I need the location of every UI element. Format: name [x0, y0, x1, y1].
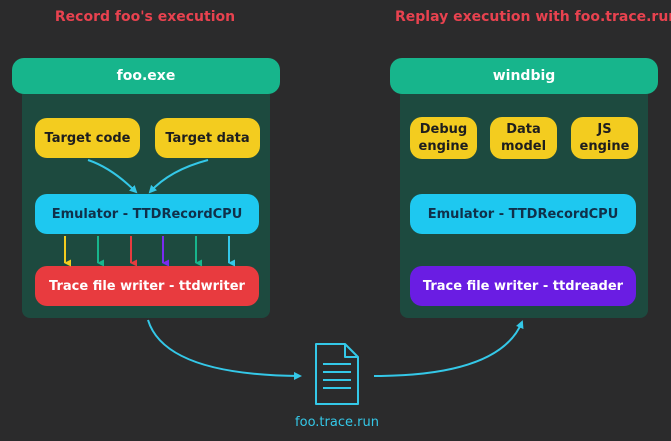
file-to-replay-arrow [373, 320, 524, 377]
js-engine-box: JS engine [571, 117, 638, 159]
record-to-file-arrow [147, 319, 302, 380]
trace-file-label: foo.trace.run [295, 415, 379, 430]
data-model-box: Data model [490, 117, 557, 159]
document-icon [315, 343, 359, 405]
left-header: foo.exe [12, 58, 280, 94]
target-data-arrow [148, 159, 209, 194]
right-title: Replay execution with foo.trace.run [395, 9, 671, 25]
left-emulator-box: Emulator - TTDRecordCPU [35, 194, 259, 234]
target-data-box: Target data [155, 118, 260, 158]
target-code-arrow [87, 159, 138, 194]
debug-engine-box: Debug engine [410, 117, 477, 159]
right-header: windbig [390, 58, 658, 94]
left-title: Record foo's execution [54, 9, 236, 25]
right-emulator-box: Emulator - TTDRecordCPU [410, 194, 636, 234]
target-code-box: Target code [35, 118, 140, 158]
ttdwriter-box: Trace file writer - ttdwriter [35, 266, 259, 306]
ttdreader-box: Trace file writer - ttdreader [410, 266, 636, 306]
